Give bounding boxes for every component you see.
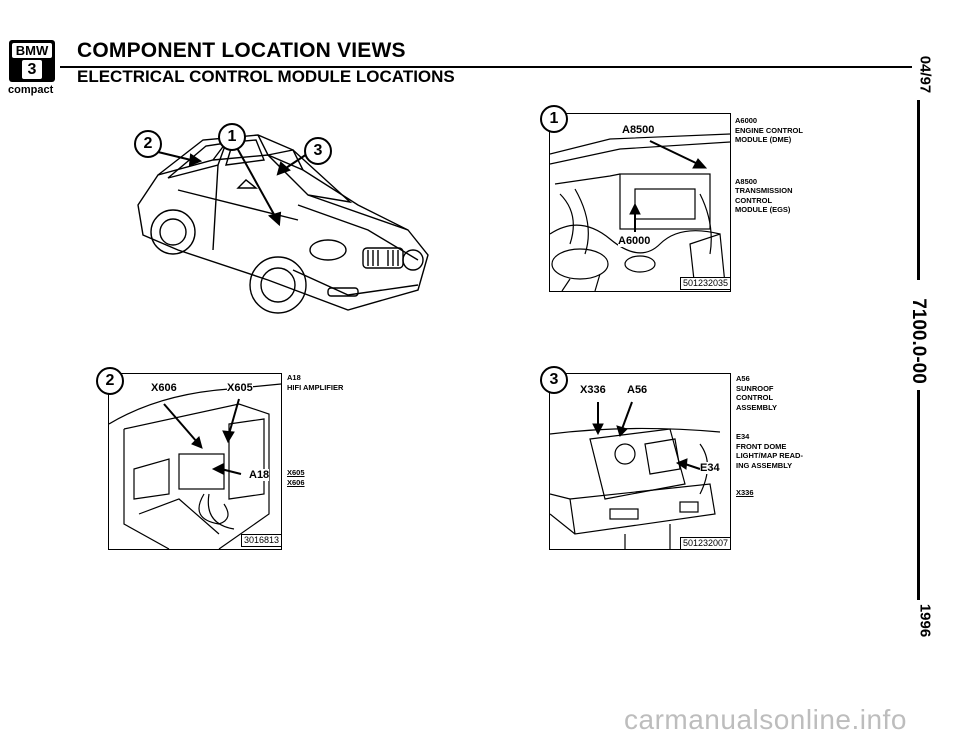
engine-bay-illustration	[550, 133, 730, 291]
page-subtitle: ELECTRICAL CONTROL MODULE LOCATIONS	[77, 67, 455, 86]
panel-2-trunk: X606 X605 A18 3016813	[108, 373, 282, 550]
watermark: carmanualsonline.info	[624, 704, 907, 735]
panel-2-callout: 2	[96, 367, 124, 395]
side-doc-number: 7100.0-00	[908, 298, 929, 384]
figure-number: 3016813	[241, 534, 281, 547]
label-e34: E34	[700, 462, 720, 474]
panel-3-headliner: X336 A56 E34 501232007	[549, 373, 731, 550]
connector-x606: X606	[287, 477, 305, 487]
legend-code-a6000: A6000	[735, 116, 758, 125]
label-a56: A56	[627, 384, 648, 396]
logo-series-number: 3	[22, 60, 42, 79]
legend-code-a56: A56	[736, 374, 750, 383]
figure-number: 501232007	[680, 537, 730, 549]
label-x336: X336	[580, 384, 606, 396]
overview-callout-2: 2	[134, 130, 162, 158]
figure-number: 501232035	[680, 277, 730, 290]
legend-desc-a18: HIFI AMPLIFIER	[287, 382, 344, 392]
label-x605: X605	[227, 382, 253, 394]
label-a8500: A8500	[622, 124, 655, 136]
bmw-3-series-logo: BMW 3	[9, 40, 55, 82]
connector-x336: X336	[736, 488, 754, 497]
panel-1-legend: A6000 ENGINE CONTROL MODULE (DME) A8500 …	[735, 116, 835, 215]
label-x606: X606	[151, 382, 177, 394]
legend-desc-e34: FRONT DOME LIGHT/MAP READ-ING ASSEMBLY	[736, 441, 803, 470]
label-a18: A18	[249, 469, 270, 481]
logo-bmw-text: BMW	[12, 43, 52, 58]
legend-desc-a6000: ENGINE CONTROL MODULE (DME)	[735, 125, 803, 145]
side-date: 04/97	[916, 55, 934, 94]
headliner-illustration	[550, 401, 721, 549]
connector-x605: X605	[287, 468, 305, 477]
overview-callout-1: 1	[218, 123, 246, 151]
side-year: 1996	[916, 603, 934, 638]
model-label: compact	[8, 84, 54, 96]
trunk-illustration	[109, 383, 281, 549]
panel-2-legend: A18 HIFI AMPLIFIER X605 X606	[287, 373, 367, 487]
panel-3-callout: 3	[540, 366, 568, 394]
page-title: COMPONENT LOCATION VIEWS	[77, 39, 406, 62]
header-rule	[60, 66, 912, 68]
car-overview-illustration	[137, 134, 429, 314]
car-body-outline	[137, 154, 429, 311]
panel-1-callout: 1	[540, 105, 568, 133]
label-a6000: A6000	[618, 235, 651, 247]
side-rule-bottom	[917, 390, 920, 600]
legend-desc-a56: SUNROOF CONTROL ASSEMBLY	[736, 383, 777, 412]
panel-3-legend: A56 SUNROOF CONTROL ASSEMBLY E34 FRONT D…	[736, 374, 826, 498]
legend-code-a18: A18	[287, 373, 301, 382]
legend-code-e34: E34	[736, 432, 750, 441]
legend-desc-a8500: TRANSMISSION CONTROL MODULE (EGS)	[735, 186, 793, 214]
overview-callout-3: 3	[304, 137, 332, 165]
side-rule-top	[917, 100, 920, 280]
legend-code-a8500: A8500	[735, 176, 758, 186]
panel-1-dme-egs: A8500 A6000 501232035	[549, 113, 731, 292]
